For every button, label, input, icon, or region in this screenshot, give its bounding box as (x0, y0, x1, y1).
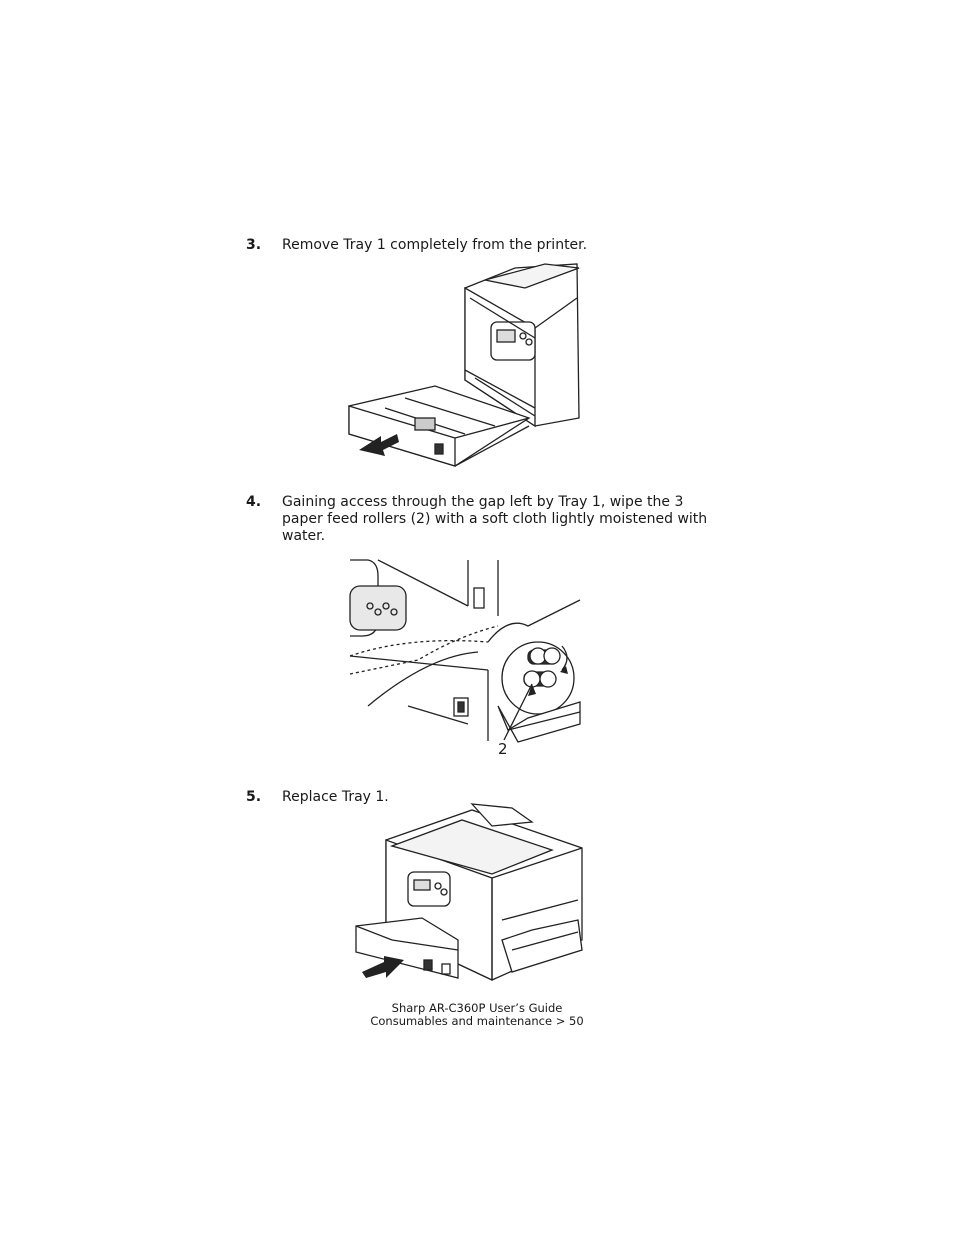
step-number: 5. (246, 789, 262, 805)
printer-tray-removal-illustration (345, 258, 585, 470)
feed-roller-cleaning-illustration: 2 (348, 556, 584, 761)
step-text: Remove Tray 1 completely from the printe… (282, 237, 588, 253)
step-text: Gaining access through the gap left by T… (282, 494, 708, 544)
step-number: 3. (246, 237, 262, 253)
callout-label: 2 (498, 740, 508, 758)
page-footer: Sharp AR-C360P User’s Guide Consumables … (0, 1002, 954, 1028)
printer-tray-insert-illustration (352, 800, 588, 990)
step-text: Replace Tray 1. (282, 789, 389, 805)
step-number: 4. (246, 494, 262, 510)
footer-section-page: Consumables and maintenance > 50 (370, 1014, 584, 1028)
footer-guide-title: Sharp AR-C360P User’s Guide (391, 1001, 563, 1015)
